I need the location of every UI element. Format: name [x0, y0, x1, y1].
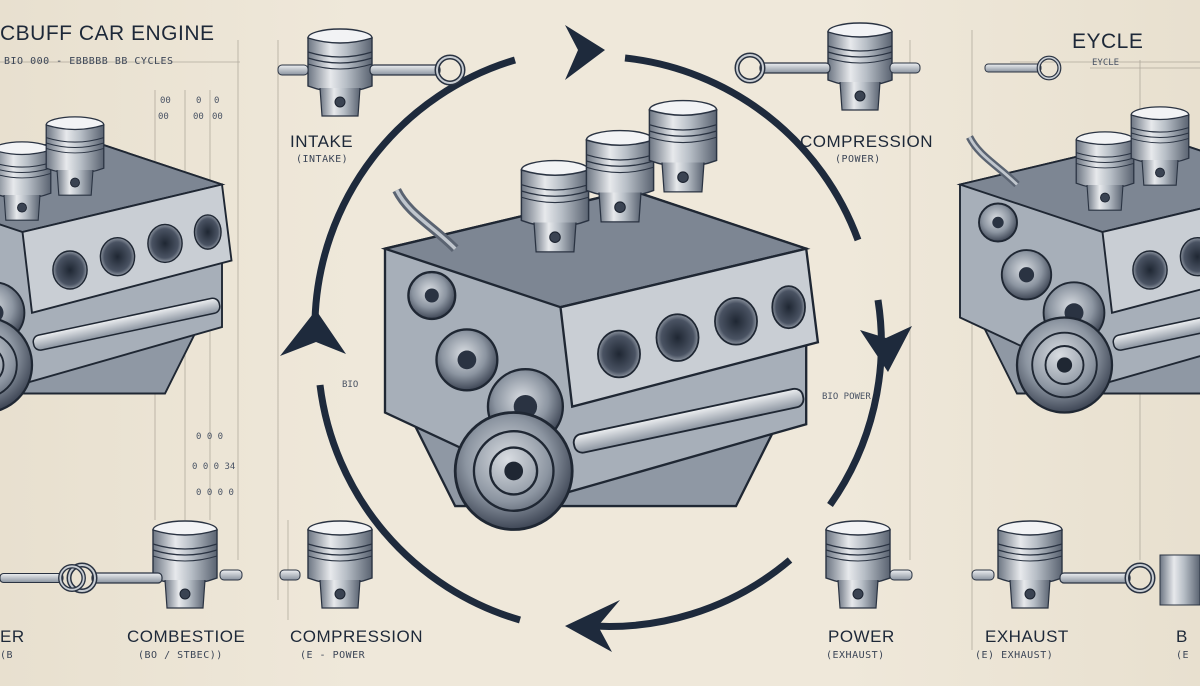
label-intake: INTAKE — [290, 132, 354, 151]
cycle-arc-top — [624, 54, 862, 242]
cycle-arc-topleft — [311, 56, 517, 321]
dim-code: 00 — [193, 112, 204, 122]
piston-detail-right-edge — [1159, 554, 1200, 606]
subtitle-right: EYCLE — [1092, 58, 1120, 68]
dim-code: 0 0 0 0 — [196, 488, 234, 498]
label-combustion-left-sub: (BO / STBEC)) — [138, 650, 223, 661]
label-edge-right-sub: (E — [1176, 650, 1190, 661]
label-combustion-left: COMBESTIOE — [127, 627, 246, 646]
label-bio-left: BIO — [342, 380, 359, 390]
cycle-arc-right — [827, 299, 885, 508]
label-edge-left-sub: (B — [0, 650, 14, 661]
piston-detail-combustion-left — [69, 520, 243, 609]
engine-illustration-center — [385, 190, 818, 529]
dim-code: 0 0 0 — [196, 432, 224, 442]
arrow-head-bottom — [565, 600, 620, 652]
dim-code: 00 — [160, 96, 171, 106]
dim-code: 00 — [158, 112, 169, 122]
cycle-arc-left — [316, 384, 521, 624]
arrow-head-right — [860, 326, 912, 372]
label-compression-bottom-sub: (E - POWER — [300, 650, 366, 661]
label-compression-top-sub: (POWER) — [835, 154, 881, 165]
dim-code: 00 — [212, 112, 223, 122]
label-power-note: BIO POWER — [822, 392, 871, 402]
label-power-sub: (EXHAUST) — [826, 650, 885, 661]
title-left: CBUFF CAR ENGINE — [0, 22, 215, 45]
label-intake-sub: (INTAKE) — [296, 154, 349, 165]
dim-code: 0 0 0 34 — [192, 462, 236, 472]
dim-code: 0 — [214, 96, 220, 106]
label-exhaust: EXHAUST — [985, 627, 1069, 646]
title-right: EYCLE — [1072, 30, 1144, 53]
label-edge-left: ER — [0, 627, 25, 646]
arrow-head-top — [565, 25, 605, 80]
piston-detail-compression-top — [737, 22, 921, 111]
dim-code: 0 — [196, 96, 202, 106]
piston-detail-power — [825, 520, 913, 609]
rod-detail-right-top — [985, 58, 1059, 79]
label-power: POWER — [828, 627, 895, 646]
arrow-head-left — [280, 310, 346, 356]
cycle-arc-bottom — [579, 557, 793, 630]
subtitle-left: BIO 000 - EBBBBB BB CYCLES — [4, 56, 174, 67]
label-compression-top: COMPRESSION — [800, 132, 934, 151]
label-exhaust-sub: (E) EXHAUST) — [975, 650, 1054, 661]
label-edge-right: B — [1176, 627, 1188, 646]
label-compression-bottom: COMPRESSION — [290, 627, 424, 646]
piston-detail-exhaust — [971, 520, 1153, 609]
piston-detail-intake — [277, 28, 463, 117]
piston-detail-compression-bottom — [279, 520, 373, 609]
